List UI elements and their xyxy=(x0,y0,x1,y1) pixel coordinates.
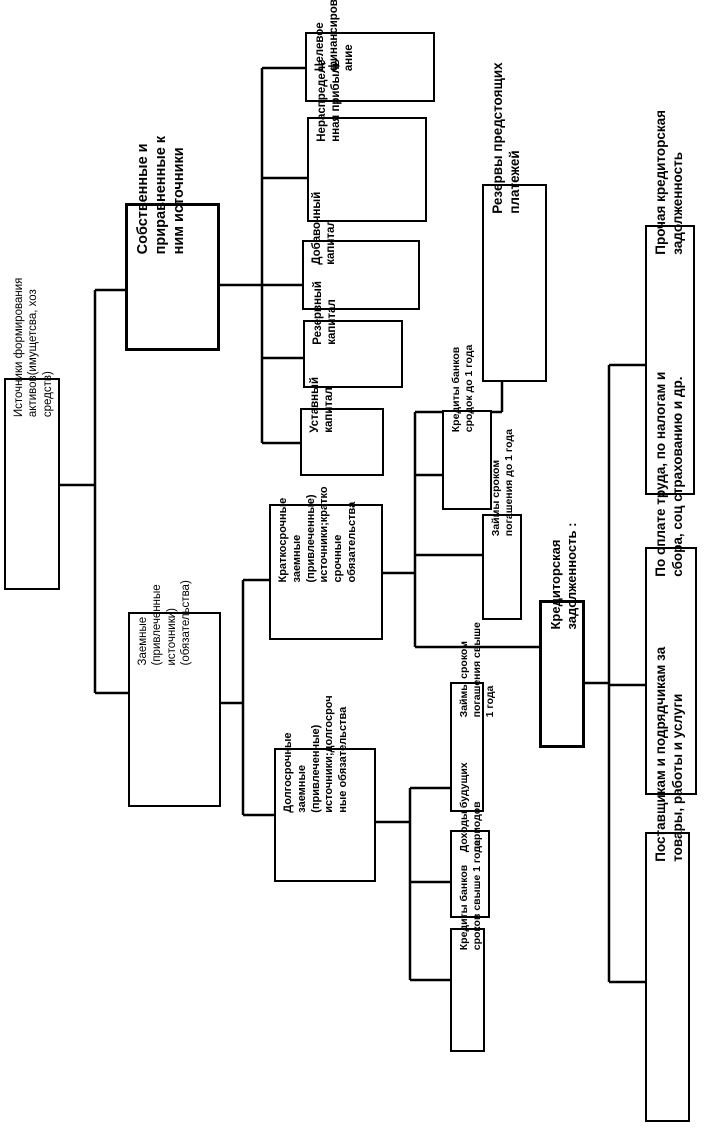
reserves-label: Резервы предстоящих платежей xyxy=(490,62,522,214)
reserves-box: Резервы предстоящих платежей xyxy=(482,62,547,382)
payables-label: Кредиторская задолженность : xyxy=(548,522,580,630)
long-bank-credit-box: Кредиты банков сроков свыше 1 года xyxy=(450,840,485,1052)
charter-capital-label: Уставный капитал xyxy=(309,376,336,433)
own-sources-box: Собственные и приравненные к ним источни… xyxy=(125,136,220,351)
target-financing-box: Целевое финансиров ание xyxy=(305,0,435,102)
root-box: Источники формирования активов(имущетсва… xyxy=(4,278,60,590)
short-term-box: Краткосрочные заемные (привлеченные) ист… xyxy=(269,486,383,640)
long-term-label: Долгосрочные заемные (привлеченные) исто… xyxy=(282,695,349,813)
other-payables-box: Прочая кредиторская задолженность xyxy=(645,110,695,495)
short-loans-box: Займы сроком погашения до 1 года xyxy=(482,429,522,620)
long-term-box: Долгосрочные заемные (привлеченные) исто… xyxy=(274,695,376,882)
reserve-capital-box: Резервный капитал xyxy=(303,281,403,388)
salary-taxes-label: По оплате труда, по налогам и сбора, соц… xyxy=(653,371,685,577)
reserve-capital-label: Резервный капитал xyxy=(312,281,339,345)
additional-capital-box: Добавочный капитал xyxy=(302,192,420,310)
short-bank-credit-label: Кредиты банков сродок до 1 года xyxy=(450,344,476,433)
short-term-label: Краткосрочные заемные (привлеченные) ист… xyxy=(277,486,358,583)
charter-capital-box: Уставный капитал xyxy=(300,377,384,476)
long-loans-label: Займы сроком погашения свыше 1 года xyxy=(458,622,497,718)
retained-earnings-label: Нераспределе нная прибыль xyxy=(316,59,343,142)
borrowed-sources-label: Заемные (привлеченные источники) (обязат… xyxy=(137,580,193,666)
own-sources-label: Собственные и приравненные к ним источни… xyxy=(135,135,188,255)
suppliers-box: Поставщикам и подрядчикам за товары, раб… xyxy=(645,647,690,1122)
short-loans-label: Займы сроком погашения до 1 года xyxy=(490,429,516,537)
suppliers-label: Поставщикам и подрядчикам за товары, раб… xyxy=(653,646,685,862)
retained-earnings-box: Нераспределе нная прибыль xyxy=(307,59,427,222)
long-bank-credit-label: Кредиты банков сроков свыше 1 года xyxy=(458,840,484,951)
long-loans-box: Займы сроком погашения свыше 1 года xyxy=(450,622,496,812)
root-label: Источники формирования активов(имущетсва… xyxy=(13,277,54,418)
short-bank-credit-box: Кредиты банков сродок до 1 года xyxy=(442,345,492,510)
salary-taxes-box: По оплате труда, по налогам и сбора, соц… xyxy=(645,372,697,795)
borrowed-sources-box: Заемные (привлеченные источники) (обязат… xyxy=(128,580,221,807)
additional-capital-label: Добавочный капитал xyxy=(311,191,338,265)
deferred-income-box: Доходы будущих периодов xyxy=(450,762,490,918)
payables-box: Кредиторская задолженность : xyxy=(539,523,585,748)
other-payables-label: Прочая кредиторская задолженность xyxy=(653,109,685,255)
